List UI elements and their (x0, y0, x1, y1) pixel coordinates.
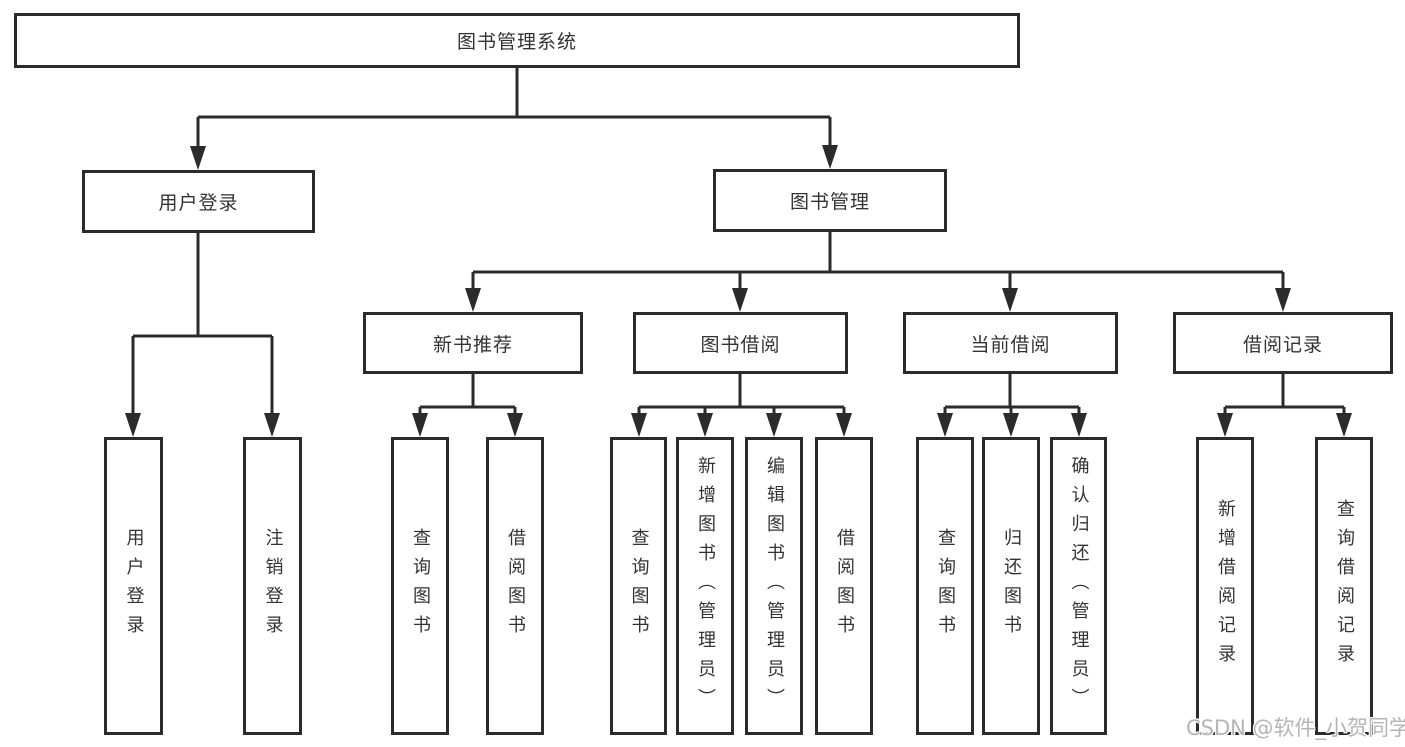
leaf-add-book-admin-label: 新增图书（管理员） (695, 455, 716, 717)
leaf-return-book-label: 归还图书 (1001, 528, 1022, 644)
leaf-confirm-return-admin-label: 确认归还（管理员） (1068, 455, 1090, 717)
leaf-query-borrow-record-label: 查询借阅记录 (1334, 499, 1355, 673)
node-borrow-records: 借阅记录 (1173, 312, 1393, 374)
leaf-user-login-label: 用户登录 (123, 528, 145, 644)
leaf-borrow-books-label: 借阅图书 (834, 528, 855, 644)
leaf-query-books-current: 查询图书 (916, 437, 974, 735)
leaf-query-books-recommend-label: 查询图书 (410, 528, 431, 644)
node-book-borrow-label: 图书借阅 (700, 333, 781, 356)
node-user-login: 用户登录 (82, 170, 315, 233)
leaf-edit-book-admin: 编辑图书（管理员） (745, 437, 803, 735)
node-current-borrow-label: 当前借阅 (970, 333, 1051, 356)
node-borrow-records-label: 借阅记录 (1242, 333, 1323, 356)
node-current-borrow: 当前借阅 (903, 312, 1118, 374)
leaf-borrow-books-recommend-label: 借阅图书 (505, 528, 526, 644)
leaf-query-books-current-label: 查询图书 (935, 528, 956, 644)
node-new-book-recommend-label: 新书推荐 (432, 333, 513, 356)
leaf-user-login: 用户登录 (104, 437, 163, 735)
node-new-book-recommend: 新书推荐 (363, 312, 583, 374)
leaf-query-books-borrow: 查询图书 (610, 437, 667, 735)
node-book-borrow: 图书借阅 (633, 312, 848, 374)
leaf-query-books-recommend: 查询图书 (391, 437, 449, 735)
leaf-logout: 注销登录 (243, 437, 302, 735)
leaf-add-borrow-record-label: 新增借阅记录 (1215, 499, 1236, 673)
arrowheads (125, 145, 1352, 437)
leaf-borrow-books: 借阅图书 (815, 437, 873, 735)
node-book-management: 图书管理 (713, 169, 947, 232)
leaf-return-book: 归还图书 (982, 437, 1040, 735)
node-root: 图书管理系统 (14, 13, 1020, 68)
leaf-confirm-return-admin: 确认归还（管理员） (1050, 437, 1107, 735)
leaf-query-borrow-record: 查询借阅记录 (1315, 437, 1373, 735)
leaf-query-books-borrow-label: 查询图书 (628, 528, 650, 644)
leaf-logout-label: 注销登录 (262, 528, 284, 644)
leaf-add-borrow-record: 新增借阅记录 (1196, 437, 1254, 735)
leaf-edit-book-admin-label: 编辑图书（管理员） (764, 455, 785, 717)
node-book-management-label: 图书管理 (789, 191, 870, 213)
node-root-label: 图书管理系统 (456, 31, 577, 53)
leaf-borrow-books-recommend: 借阅图书 (486, 437, 544, 735)
node-user-login-label: 用户登录 (158, 192, 239, 214)
csdn-watermark: CSDN @软件_小贺同学 (1186, 716, 1405, 740)
leaf-add-book-admin: 新增图书（管理员） (676, 437, 734, 735)
